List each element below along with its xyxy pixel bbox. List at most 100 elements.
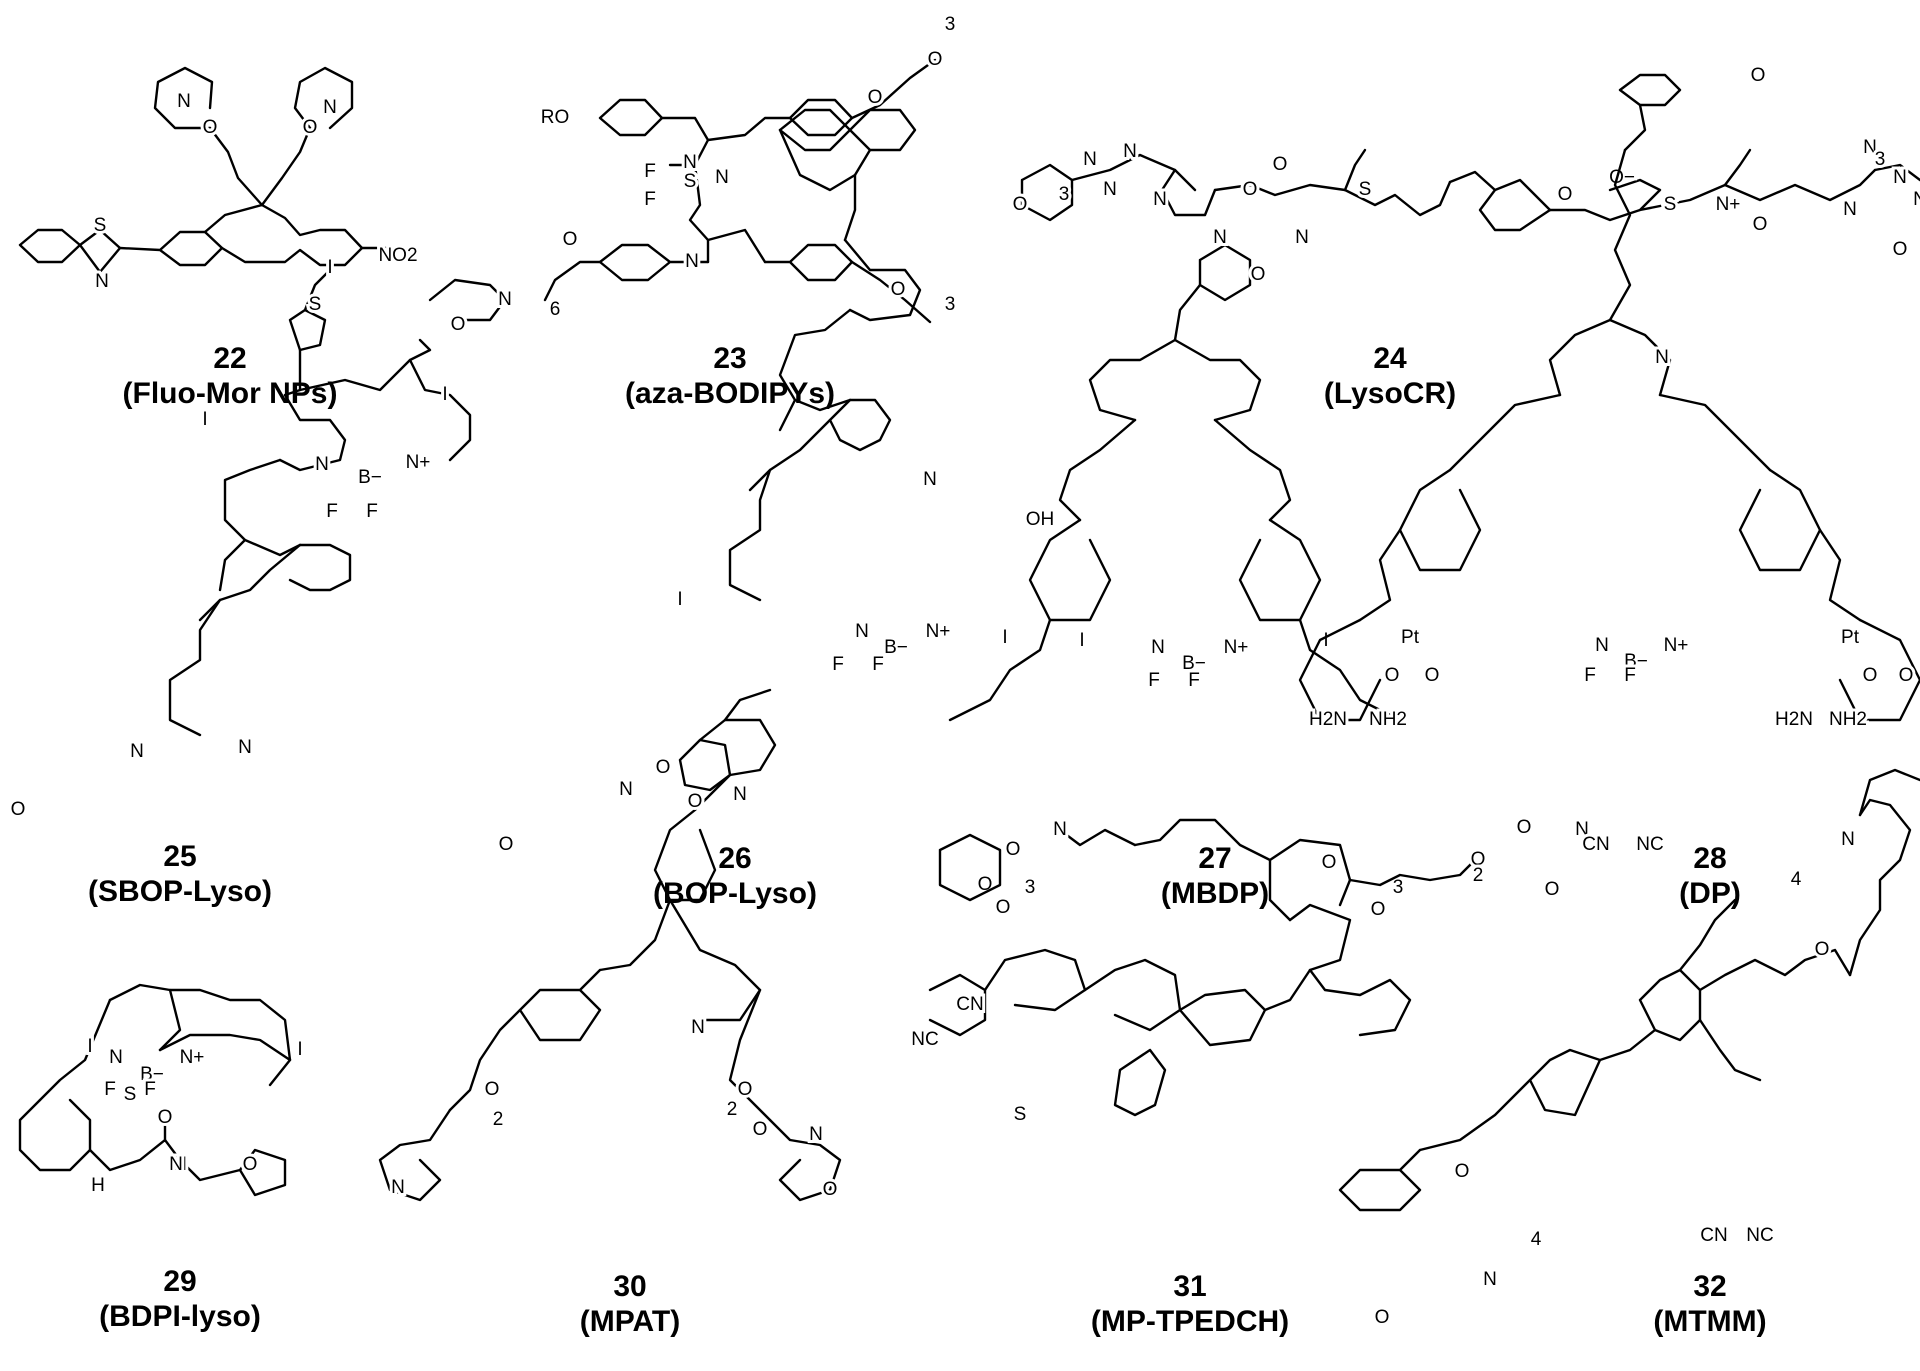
atom-label-halo: O <box>1471 849 1486 870</box>
atom-label-halo: CN <box>956 994 983 1015</box>
atom-label-halo: F <box>144 1079 156 1100</box>
caption-compound-26: 26 (BOP-Lyso) <box>585 842 885 911</box>
bond-path <box>843 238 922 322</box>
bond-path <box>1873 163 1920 182</box>
atom-label: NC <box>911 1029 938 1050</box>
atom-label-halo: I <box>1079 630 1084 651</box>
atom-label-halo: O <box>1371 899 1386 920</box>
atom-label: O− <box>1609 167 1635 188</box>
atom-label-halo: N <box>1213 227 1227 248</box>
atom-label-halo: N <box>1655 347 1669 368</box>
atom-label: 4 <box>1791 869 1802 890</box>
bond-path <box>448 1008 522 1112</box>
bond-path <box>1028 518 1112 622</box>
atom-label: N <box>1151 637 1165 658</box>
atom-label-halo: O <box>1006 839 1021 860</box>
bond-path <box>243 538 302 557</box>
atom-label-halo: O <box>1251 264 1266 285</box>
atom-label: N <box>923 469 937 490</box>
atom-label: O <box>158 1107 173 1128</box>
atom-label: O <box>928 49 943 70</box>
compound-name: (Fluo-Mor NPs) <box>122 376 338 410</box>
compound-name: (MPAT) <box>579 1304 681 1338</box>
atom-label-halo: N+ <box>1664 635 1689 656</box>
atom-label-halo: I <box>1002 627 1007 648</box>
bond-path <box>1738 468 1822 572</box>
atom-label: NH2 <box>1369 709 1407 730</box>
atom-label-halo: F <box>104 1079 116 1100</box>
compound-name: (MP-TPEDCH) <box>1090 1304 1290 1338</box>
atom-label-halo: I <box>677 589 682 610</box>
bond-path <box>18 228 82 264</box>
atom-label-halo: 3 <box>1393 877 1404 898</box>
atom-label: 3 <box>1059 184 1070 205</box>
bond-path <box>1298 618 1402 722</box>
atom-label: OH <box>1026 509 1055 530</box>
atom-label: F <box>366 501 378 522</box>
atom-label: N+ <box>406 452 431 473</box>
caption-compound-28: 28 (DP) <box>1560 842 1860 911</box>
atom-label-halo: S <box>684 171 697 192</box>
atom-label-halo: B− <box>140 1064 164 1085</box>
atom-label-halo: N <box>391 1177 405 1198</box>
bond-path <box>1213 418 1292 522</box>
bond-path <box>728 988 772 1122</box>
atom-label-halo: O <box>303 117 318 138</box>
atom-label-halo: N <box>619 779 633 800</box>
atom-label-halo: N <box>109 1047 123 1068</box>
atom-label: N <box>691 1017 705 1038</box>
atom-label: Pt <box>1841 627 1860 648</box>
atom-label-halo: O <box>1815 939 1830 960</box>
atom-label: O <box>1385 665 1400 686</box>
bond-path <box>1083 958 1182 1032</box>
atom-label-halo: O <box>11 799 26 820</box>
atom-label: N <box>1213 227 1227 248</box>
bond-path <box>1058 418 1137 522</box>
atom-label-halo: O <box>1455 1161 1470 1182</box>
atom-label: F <box>644 161 656 182</box>
atom-label: 2 <box>727 1099 738 1120</box>
bond-path <box>88 1138 182 1172</box>
atom-label: RO <box>541 107 570 128</box>
compound-number: 29 <box>163 1265 197 1298</box>
bond-path <box>1448 170 1552 232</box>
atom-label-halo: O <box>688 791 703 812</box>
atom-label-halo: N <box>685 251 699 272</box>
compound-number: 27 <box>1198 842 1232 875</box>
bond-path <box>1070 153 1197 192</box>
atom-label-halo: N <box>733 784 747 805</box>
atom-label-halo: S <box>1664 194 1677 215</box>
bond-path <box>1818 528 1862 622</box>
bond-path <box>1133 818 1272 862</box>
bond-path <box>1608 148 1632 322</box>
bond-path <box>278 393 347 472</box>
atom-label-halo: O <box>891 279 906 300</box>
atom-label-halo: Pt <box>1401 627 1420 648</box>
atom-label-halo: NH2 <box>1829 709 1867 730</box>
bond-path <box>168 988 292 1062</box>
bond-path <box>1848 798 1912 977</box>
atom-label: O <box>1471 849 1486 870</box>
bond-path <box>288 308 327 352</box>
bond-path <box>1528 1028 1657 1117</box>
atom-label: N <box>323 97 337 118</box>
atom-label: B− <box>1182 653 1206 674</box>
bond-path <box>18 1098 92 1172</box>
atom-label-halo: N+ <box>180 1047 205 1068</box>
atom-label: O <box>1013 194 1028 215</box>
atom-label: 2 <box>493 1109 504 1130</box>
bond-path <box>1678 898 1737 972</box>
bond-path <box>723 688 772 722</box>
bond-path <box>1448 393 1562 472</box>
bond-path <box>1173 283 1202 342</box>
atom-label: 3 <box>945 14 956 35</box>
atom-label-halo: N+ <box>1224 637 1249 658</box>
atom-label-halo: O <box>1545 879 1560 900</box>
bond-path <box>1343 148 1367 192</box>
atom-label: CN <box>956 994 983 1015</box>
atom-label-halo: I <box>442 384 447 405</box>
